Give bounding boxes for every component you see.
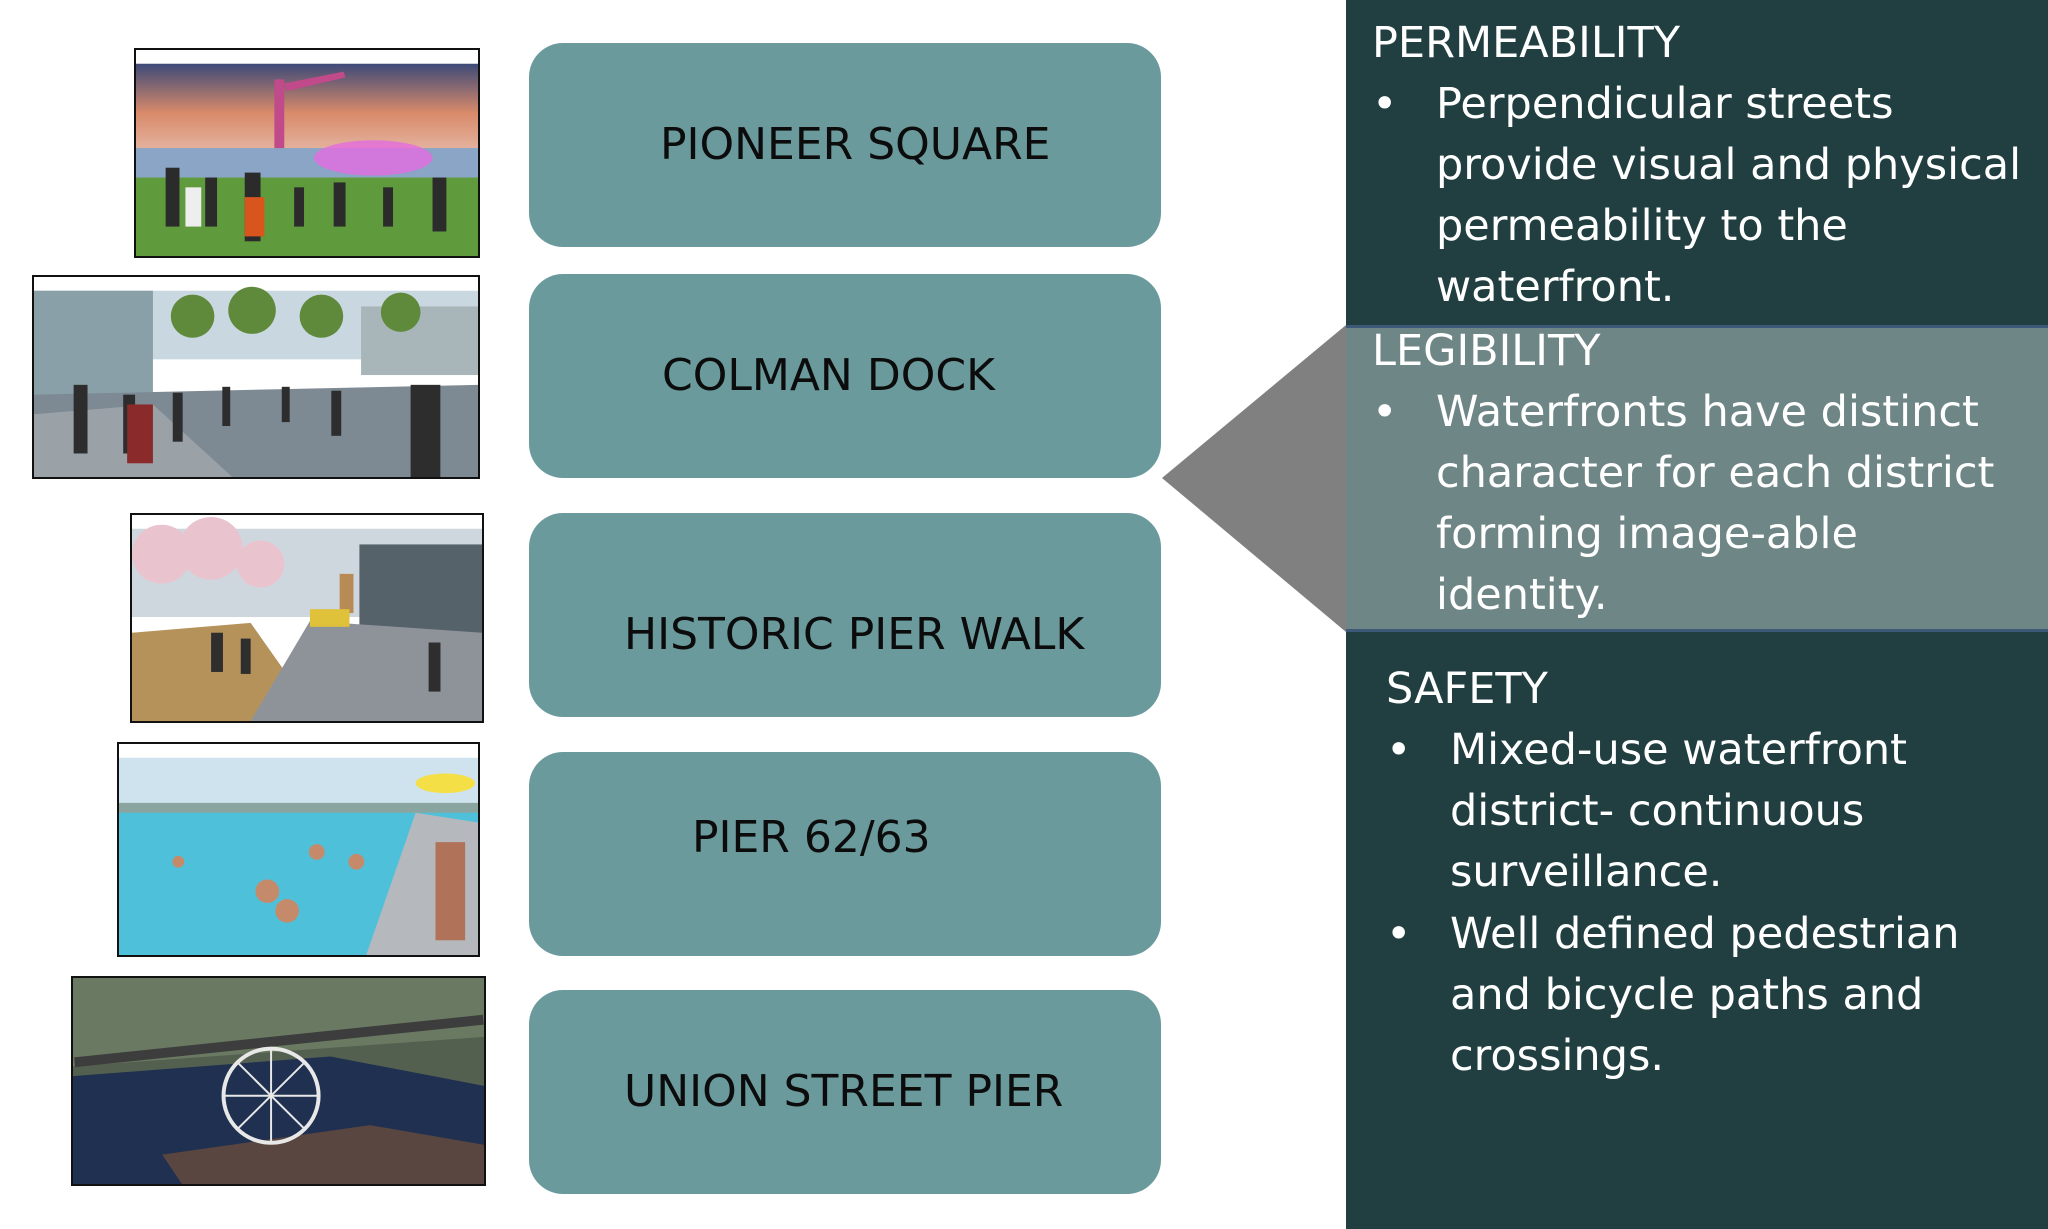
bullet-line: crossings. [1450, 1031, 1665, 1081]
district-union-street-pier: UNION STREET PIER [529, 990, 1161, 1194]
section-title: SAFETY [1386, 664, 1548, 714]
bullet-line: forming image-able [1436, 509, 1858, 559]
section-title: PERMEABILITY [1372, 18, 1681, 68]
bullet-line: Perpendicular streets [1436, 79, 1894, 129]
bullet-line: identity. [1436, 570, 1608, 620]
district-pier-62-63: PIER 62/63 [529, 752, 1161, 956]
district-label: PIER 62/63 [692, 811, 931, 863]
bullet-dot: • [1372, 79, 1398, 129]
district-colman-dock: COLMAN DOCK [529, 274, 1161, 478]
panel-permeability: PERMEABILITY • Perpendicular streets pro… [1346, 0, 2048, 325]
bullet-line: character for each district [1436, 448, 1995, 498]
panel-legibility: LEGIBILITY • Waterfronts have distinct c… [1346, 325, 2048, 632]
photo-colman-dock [32, 275, 480, 479]
bullet-dot: • [1372, 387, 1398, 437]
district-historic-pier-walk: HISTORIC PIER WALK [529, 513, 1161, 717]
district-label: COLMAN DOCK [662, 350, 995, 401]
photo-pioneer-square [134, 48, 480, 258]
bullet-line: provide visual and physical [1436, 140, 2022, 190]
bullet-line: waterfront. [1436, 262, 1675, 312]
district-label: UNION STREET PIER [624, 1066, 1064, 1117]
bullet-dot: • [1386, 725, 1412, 775]
bullet-line: surveillance. [1450, 847, 1723, 897]
panel-safety: SAFETY • Mixed-use waterfront district- … [1346, 632, 2048, 1229]
bullet-dot: • [1386, 909, 1412, 959]
bullet-line: Well defined pedestrian [1450, 909, 1960, 959]
photo-union-street-pier [71, 976, 486, 1186]
district-label: PIONEER SQUARE [660, 119, 1051, 170]
section-title: LEGIBILITY [1372, 326, 1601, 376]
bullet-line: permeability to the [1436, 201, 1848, 251]
photo-pier-62-63 [117, 742, 480, 957]
district-pioneer-square: PIONEER SQUARE [529, 43, 1161, 247]
district-label: HISTORIC PIER WALK [624, 609, 1085, 661]
bullet-line: district- continuous [1450, 786, 1865, 836]
bullet-line: and bicycle paths and [1450, 970, 1924, 1020]
bullet-line: Mixed-use waterfront [1450, 725, 1908, 775]
photo-historic-pier-walk [130, 513, 484, 723]
bullet-line: Waterfronts have distinct [1436, 387, 1979, 437]
